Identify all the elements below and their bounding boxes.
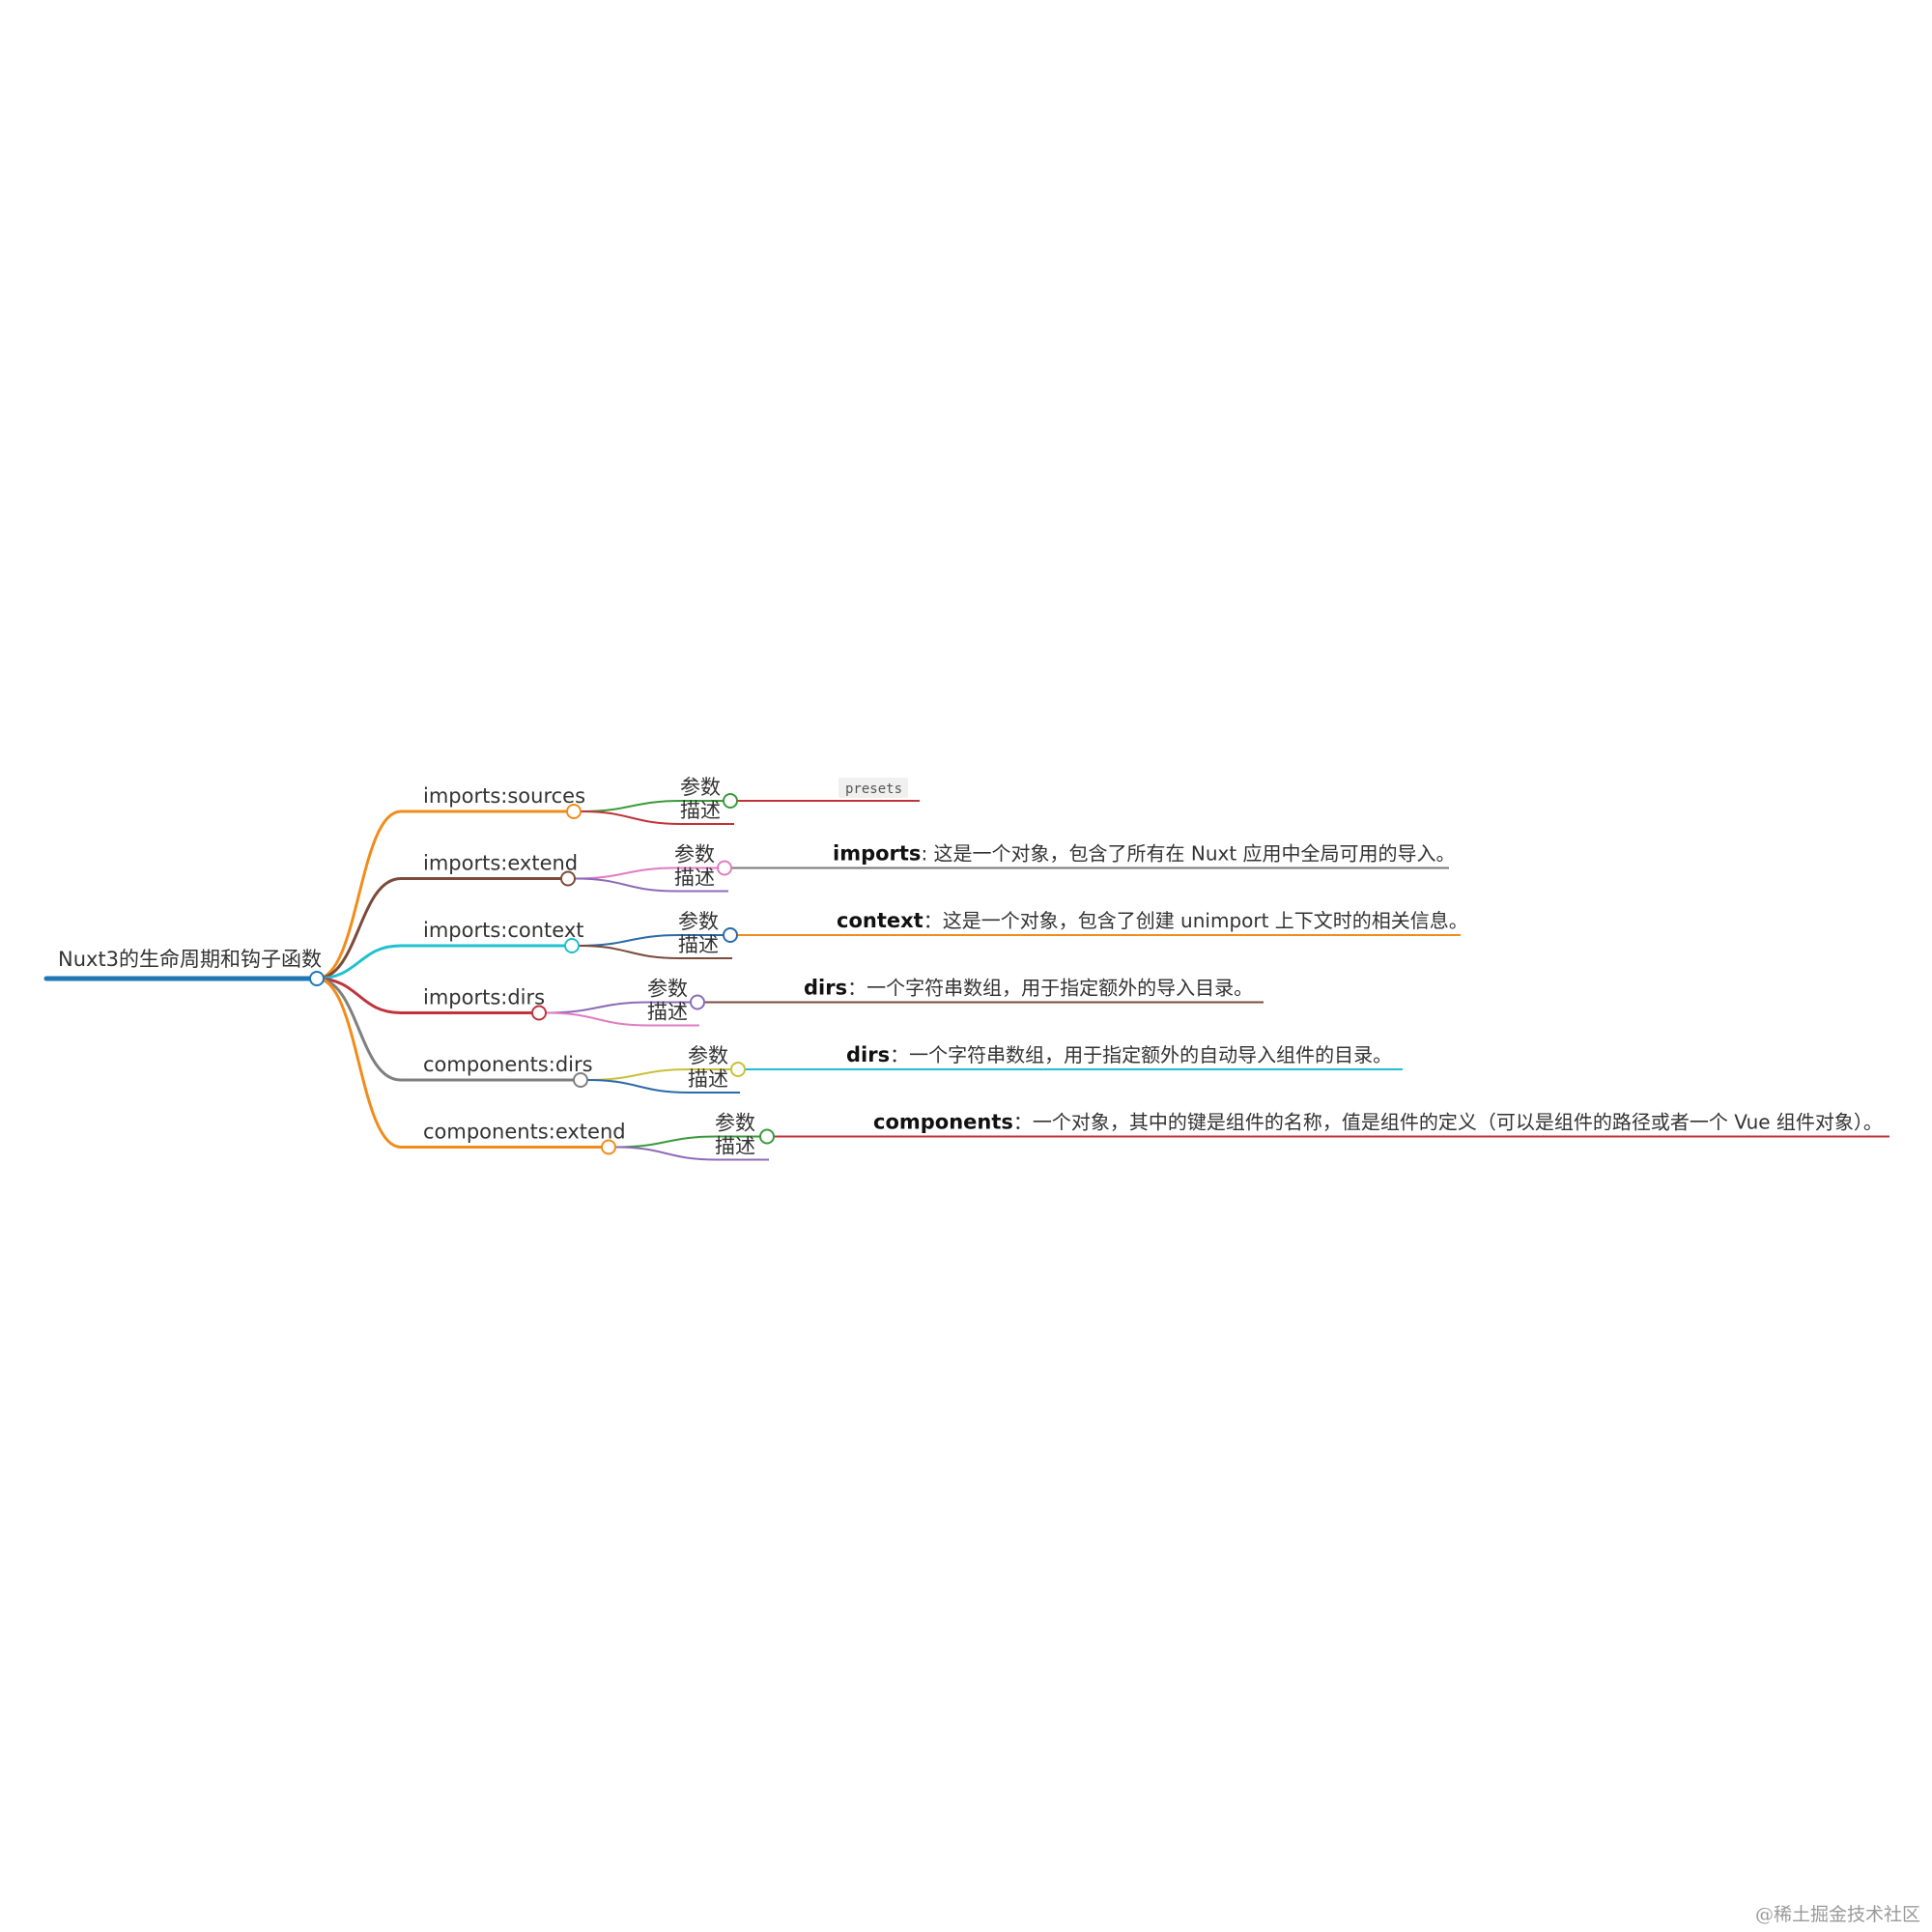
- hook-label[interactable]: components:extend: [423, 1121, 626, 1144]
- root-label: Nuxt3的生命周期和钩子函数: [58, 948, 322, 971]
- branch-components-dirs: [316, 977, 402, 1082]
- branch-components-extend: [316, 977, 402, 1149]
- hook-label[interactable]: imports:context: [423, 919, 584, 942]
- param-label[interactable]: 参数: [674, 843, 715, 867]
- param-toggle-circle[interactable]: [723, 927, 738, 943]
- value-description: ：一个字符串数组，用于指定额外的导入目录。: [847, 977, 1253, 1000]
- branch-imports-context: [316, 944, 402, 980]
- hook-toggle-circle[interactable]: [573, 1072, 588, 1088]
- branch-imports-extend: [316, 877, 402, 980]
- value-key: dirs: [804, 977, 847, 1000]
- desc-branch: [545, 1011, 650, 1027]
- param-toggle-circle[interactable]: [759, 1128, 775, 1145]
- desc-label[interactable]: 描述: [674, 867, 715, 890]
- branch-imports-dirs: [316, 977, 402, 1014]
- watermark-text: @稀土掘金技术社区: [1755, 1904, 1920, 1925]
- hook-toggle-circle[interactable]: [601, 1139, 616, 1155]
- value-code: presets: [845, 781, 902, 797]
- hook-label[interactable]: imports:sources: [423, 784, 585, 808]
- param-label[interactable]: 参数: [688, 1044, 728, 1067]
- value-description: : 这是一个对象，包含了所有在 Nuxt 应用中全局可用的导入。: [921, 842, 1455, 866]
- hook-toggle-circle[interactable]: [564, 938, 580, 953]
- value-text: imports: 这是一个对象，包含了所有在 Nuxt 应用中全局可用的导入。: [833, 842, 1456, 866]
- param-branch: [580, 800, 683, 812]
- hook-toggle-circle[interactable]: [566, 804, 582, 819]
- value-text: context：这是一个对象，包含了创建 unimport 上下文时的相关信息。: [837, 909, 1468, 932]
- param-label[interactable]: 参数: [678, 910, 719, 933]
- value-text: dirs：一个字符串数组，用于指定额外的自动导入组件的目录。: [846, 1043, 1392, 1066]
- code-chip: [838, 778, 908, 798]
- value-key: dirs: [846, 1043, 890, 1066]
- value-key: context: [837, 909, 923, 932]
- value-text: components：一个对象，其中的键是组件的名称，值是组件的定义（可以是组件…: [873, 1111, 1883, 1134]
- param-label[interactable]: 参数: [647, 978, 688, 1001]
- desc-branch: [614, 1146, 718, 1161]
- param-branch: [614, 1135, 718, 1149]
- param-branch: [586, 1068, 691, 1081]
- value-description: ：一个对象，其中的键是组件的名称，值是组件的定义（可以是组件的路径或者一个 Vu…: [1013, 1111, 1883, 1134]
- desc-branch: [574, 877, 677, 893]
- desc-label[interactable]: 描述: [647, 1001, 688, 1024]
- desc-label[interactable]: 描述: [715, 1135, 755, 1158]
- param-toggle-circle[interactable]: [690, 994, 705, 1010]
- hook-label[interactable]: imports:dirs: [423, 986, 545, 1009]
- desc-label[interactable]: 描述: [688, 1067, 728, 1091]
- branch-imports-sources: [316, 810, 402, 980]
- desc-label[interactable]: 描述: [678, 933, 719, 956]
- value-key: components: [873, 1111, 1013, 1134]
- value-description: ：这是一个对象，包含了创建 unimport 上下文时的相关信息。: [923, 909, 1468, 932]
- param-toggle-circle[interactable]: [730, 1062, 746, 1077]
- root-toggle-circle[interactable]: [309, 971, 325, 986]
- param-toggle-circle[interactable]: [717, 860, 732, 876]
- desc-branch: [586, 1079, 691, 1094]
- desc-branch: [578, 945, 681, 959]
- hook-toggle-circle[interactable]: [560, 870, 576, 887]
- hook-label[interactable]: components:dirs: [423, 1053, 593, 1076]
- hook-label[interactable]: imports:extend: [423, 852, 578, 875]
- value-description: ：一个字符串数组，用于指定额外的自动导入组件的目录。: [890, 1043, 1392, 1066]
- value-text: dirs：一个字符串数组，用于指定额外的导入目录。: [804, 977, 1253, 1000]
- value-key: imports: [833, 842, 921, 866]
- param-branch: [545, 1001, 650, 1014]
- param-branch: [574, 867, 677, 880]
- param-branch: [578, 934, 681, 947]
- param-label[interactable]: 参数: [715, 1112, 755, 1135]
- hook-toggle-circle[interactable]: [531, 1005, 547, 1021]
- desc-label[interactable]: 描述: [680, 799, 721, 822]
- desc-branch: [580, 810, 683, 825]
- param-toggle-circle[interactable]: [723, 793, 738, 809]
- param-label[interactable]: 参数: [680, 776, 721, 799]
